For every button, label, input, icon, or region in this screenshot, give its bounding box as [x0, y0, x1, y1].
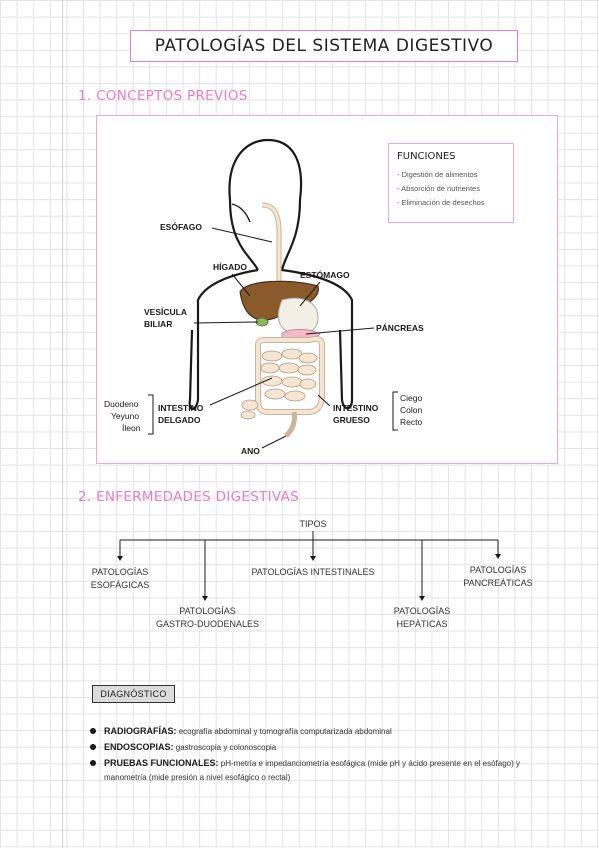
liver-shape	[239, 280, 319, 321]
rectum-shape	[284, 411, 297, 438]
label-yeyuno: Yeyuno	[111, 411, 140, 421]
label-intestino-delgado-2: DELGADO	[158, 415, 201, 425]
functions-box: FUNCIONES - Digestión de alimentos - Abs…	[388, 143, 514, 223]
tree-node-pancreaticas: PATOLOGÍAS PANCREÁTICAS	[463, 565, 533, 588]
tree-node-gastro-duodenales: PATOLOGÍAS GASTRO-DUODENALES	[155, 606, 260, 629]
functions-title: FUNCIONES	[397, 151, 456, 162]
label-colon: Colon	[400, 405, 423, 415]
bullet-dot	[90, 728, 96, 734]
tree-lines	[119, 531, 499, 598]
small-intestine-shape	[240, 348, 318, 420]
bracket-large-intestine	[392, 391, 398, 431]
label-ano: ANO	[241, 446, 260, 456]
stomach-shape	[277, 297, 319, 335]
function-item: - Eliminación de desechos	[397, 198, 485, 207]
bullet-dot	[90, 744, 96, 750]
list-item: ENDOSCOPIAS: gastroscopia y colonoscopia	[88, 740, 548, 755]
page-title: PATOLOGÍAS DEL SISTEMA DIGESTIVO	[130, 30, 518, 62]
diagnostico-list: RADIOGRAFÍAS: ecografía abdominal y tomo…	[88, 724, 548, 786]
bracket-small-intestine	[148, 394, 154, 435]
notebook-margin-line	[62, 0, 63, 848]
label-higado: HÍGADO	[213, 262, 247, 272]
label-estomago: ESTÓMAGO	[300, 270, 350, 280]
tree-node-hepaticas: PATOLOGÍAS HEPÁTICAS	[393, 606, 451, 629]
label-vesicula-1: VESÍCULA	[144, 307, 187, 317]
diagnostico-title-box: DIAGNÓSTICO	[92, 685, 175, 703]
tree-node-intestinales: PATOLOGÍAS INTESTINALES	[251, 567, 375, 577]
tree-root-tipos: TIPOS	[299, 519, 327, 529]
list-item: PRUEBAS FUNCIONALES: pH-metría e impedan…	[88, 756, 548, 785]
label-intestino-grueso-1: INTESTINO	[333, 403, 379, 413]
body-outline	[196, 138, 354, 410]
tree-node-esofagicas: PATOLOGÍAS ESOFÁGICAS	[90, 567, 150, 590]
label-ciego: Ciego	[400, 393, 423, 403]
leader-lines	[193, 227, 375, 449]
function-item: - Digestión de alimentos	[397, 170, 478, 179]
label-ileon: Íleon	[122, 423, 141, 433]
label-pancreas: PÁNCREAS	[376, 323, 424, 333]
function-item: - Absorción de nutrientes	[397, 184, 480, 193]
label-duodeno: Duodeno	[104, 399, 139, 409]
label-esofago: ESÓFAGO	[160, 222, 203, 232]
list-item: RADIOGRAFÍAS: ecografía abdominal y tomo…	[88, 724, 548, 739]
bullet-dot	[90, 760, 96, 766]
section-heading-diseases: 2. ENFERMEDADES DIGESTIVAS	[78, 489, 299, 505]
label-intestino-grueso-2: GRUESO	[333, 415, 370, 425]
section-heading-concepts: 1. CONCEPTOS PREVIOS	[78, 88, 248, 104]
tree-arrowheads	[117, 554, 501, 601]
label-recto: Recto	[400, 417, 423, 427]
label-vesicula-2: BILIAR	[144, 319, 173, 329]
label-intestino-delgado-1: INTESTINO	[158, 403, 204, 413]
